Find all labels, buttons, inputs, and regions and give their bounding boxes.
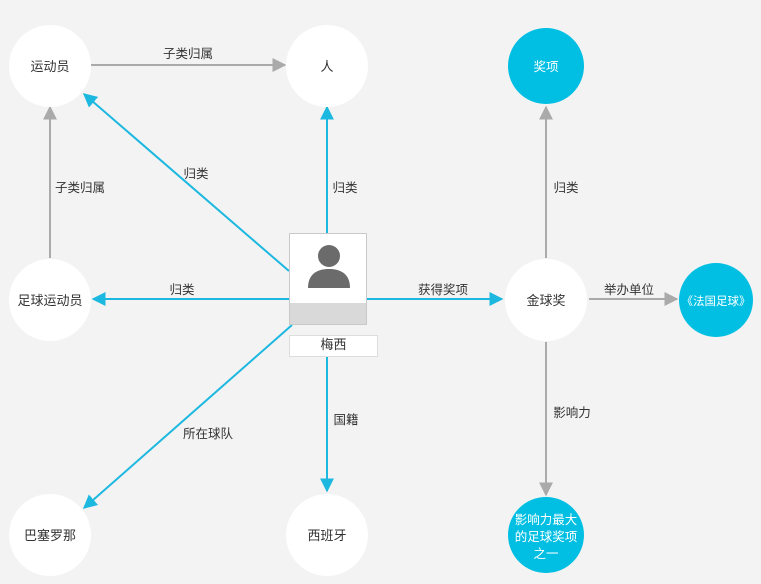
edge-label-subclass-top: 子类归属 [163,46,213,61]
node-label-spain: 西班牙 [307,529,346,544]
node-france-football[interactable]: 《法国足球》 [679,263,753,337]
node-label-ballon-dor: 金球奖 [526,293,565,309]
node-label-most-influential-2: 的足球奖项 [515,529,578,544]
edge-label-category-award: 归类 [553,180,579,195]
node-ballon-dor[interactable]: 金球奖 [505,259,587,341]
edge-label-subclass-left: 子类归属 [55,180,105,195]
node-label-most-influential-3: 之一 [533,546,558,561]
edge-label-category-athlete: 归类 [183,166,209,181]
edge-label-nationality: 国籍 [333,412,358,427]
person-silhouette-icon [308,245,350,288]
node-label-person: 人 [320,60,333,75]
node-person[interactable]: 人 [286,25,368,107]
node-barcelona[interactable]: 巴塞罗那 [9,494,91,576]
node-most-influential[interactable]: 影响力最大 的足球奖项 之一 [508,497,584,573]
node-label-most-influential-1: 影响力最大 [515,512,578,527]
edge-label-category-person: 归类 [332,180,358,195]
edge-label-category-footballer: 归类 [169,282,195,297]
edge-label-organizer: 举办单位 [604,282,654,297]
center-entity-name: 梅西 [289,335,378,357]
node-award[interactable]: 奖项 [508,28,584,104]
edge-category-athlete [82,93,290,272]
edge-club [82,324,293,509]
edge-label-won-award: 获得奖项 [418,282,468,297]
node-label-france-football: 《法国足球》 [682,294,751,308]
node-label-athlete: 运动员 [30,60,69,75]
center-card-footer [290,303,366,324]
edge-label-club: 所在球队 [183,426,234,441]
node-spain[interactable]: 西班牙 [286,494,368,576]
node-label-footballer: 足球运动员 [17,294,82,309]
node-footballer[interactable]: 足球运动员 [9,259,91,341]
center-entity-card[interactable] [289,233,367,325]
edge-label-influence: 影响力 [553,405,591,420]
node-label-barcelona: 巴塞罗那 [24,528,76,544]
node-athlete[interactable]: 运动员 [9,25,91,107]
node-label-award: 奖项 [533,59,558,74]
